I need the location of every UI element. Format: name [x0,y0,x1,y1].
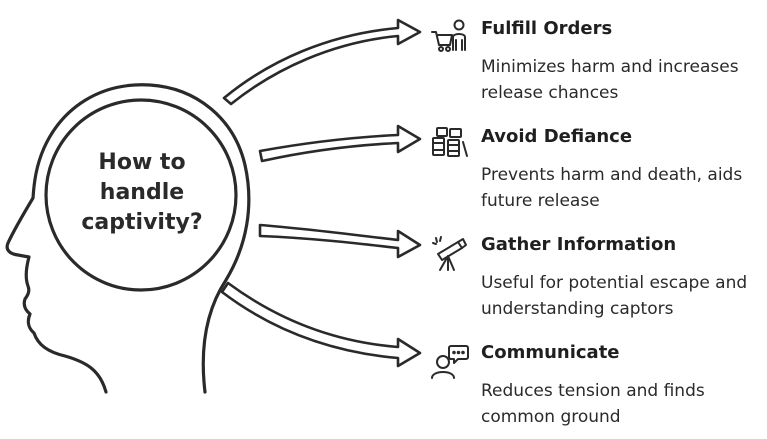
question-circle [44,98,238,292]
item-description: Reduces tension and finds common ground [481,381,705,427]
books-icon [430,126,470,166]
item-description: Useful for potential escape and understa… [481,273,748,319]
item-title: Avoid Defiance [481,126,633,147]
head-silhouette [5,83,251,394]
item-description: Prevents harm and death, aids future rel… [481,165,743,211]
arrow-avoid-defiance [258,124,422,163]
central-question: How to handle captivity? [81,150,203,235]
shopping-cart-person-icon [430,18,470,58]
arrow-fulfill-orders [222,18,422,106]
arrow-gather-information [258,223,422,259]
item-title: Gather Information [481,234,677,255]
telescope-icon [430,234,470,274]
item-title: Communicate [481,342,620,363]
item-description: Minimizes harm and increases release cha… [481,57,739,103]
arrow-communicate [220,281,422,368]
person-speech-bubble-icon [430,342,470,382]
item-title: Fulfill Orders [481,18,613,39]
